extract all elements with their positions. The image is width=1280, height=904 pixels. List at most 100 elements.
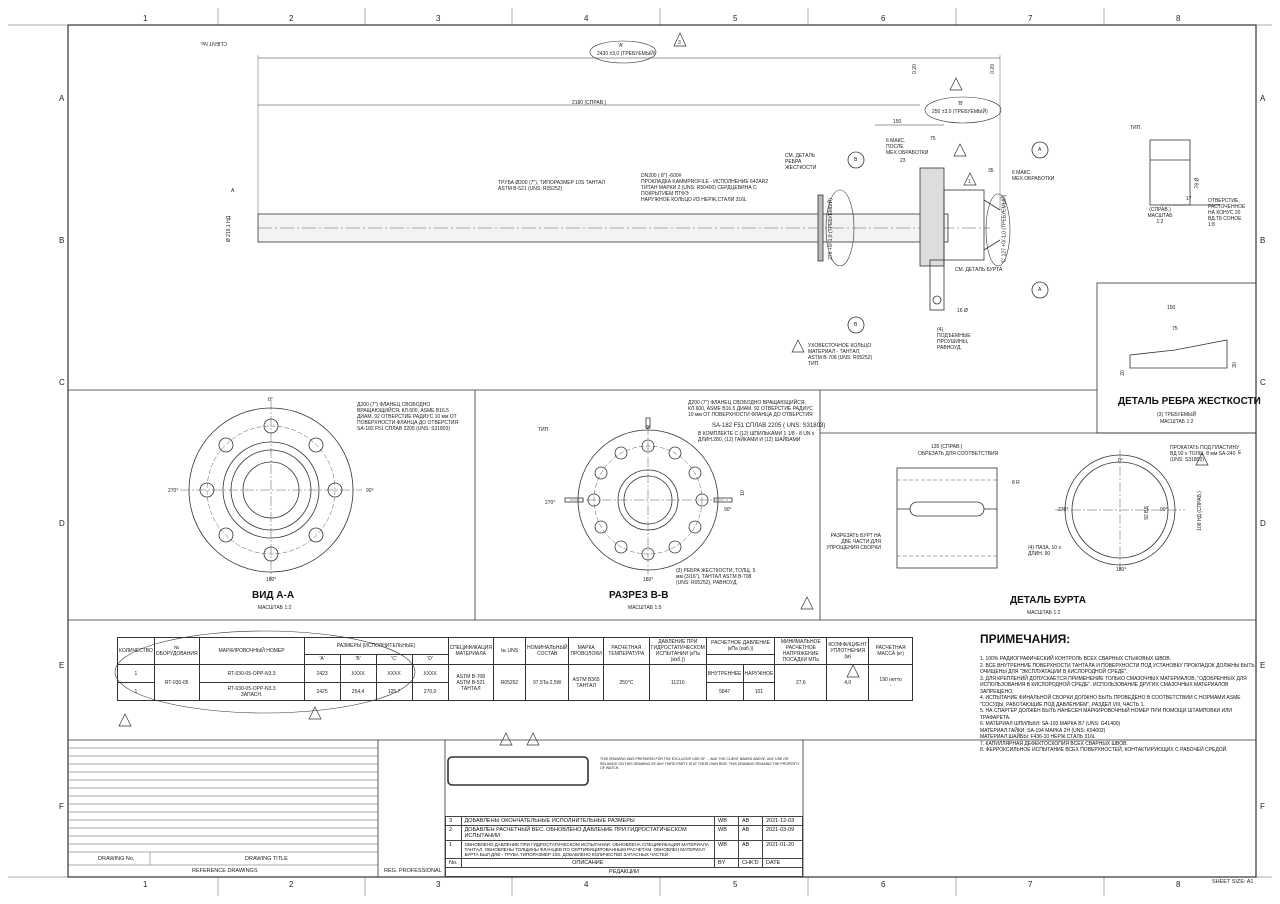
grid-row-f: F [59, 802, 64, 811]
machining-note-2: 6 МАКС. МЕХ.ОБРАБОТКИ [1012, 170, 1055, 182]
section-bb-scale: МАСШТАБ 1:5 [628, 605, 662, 611]
dim-23: 23 [900, 158, 906, 164]
grid-column-8: 8 [1176, 14, 1181, 23]
collar-letter-e: E [1238, 450, 1242, 456]
collar-slot-note: (4) ПАЗА, 10 x ДЛИН. 90 [1028, 545, 1061, 557]
tube-note: ТРУБА Ø200 (7"), ТИПОРАЗМЕР 10S ТАНТАЛ A… [498, 180, 606, 192]
gasket-note: DN200 ( 8") -600# ПРОКЛАДКА KAMMPROFILE … [641, 173, 769, 203]
cell-internal: 5847 [705, 682, 744, 701]
grid-column-5: 5 [733, 14, 738, 23]
grid-column-4: 4 [584, 14, 589, 23]
equipment-table: КОЛИЧЕСТВО № ОБОРУДОВАНИЯ МАРКИРОВОЧНЫЙ … [117, 637, 914, 701]
grid-column-7: 7 [1028, 14, 1033, 23]
grid-row-a: A [59, 94, 65, 103]
grid-column-5-bottom: 5 [733, 880, 738, 889]
collar-180: 180° [1116, 567, 1127, 573]
th-mark: МАРКИРОВОЧНЫЙ НОМЕР [198, 637, 305, 665]
cell-equip: RT-030-05 [153, 664, 200, 701]
grid-column-2-bottom: 2 [289, 880, 294, 889]
grid-row-a-right: A [1260, 94, 1266, 103]
grid-row-c: C [59, 378, 65, 387]
rev-chkd: AB [738, 840, 763, 859]
wire-sub: ТАНТАЛ [576, 682, 596, 689]
view-aa-title: ВИД A-A [252, 590, 295, 601]
view-aa-0: 0° [268, 397, 273, 403]
grid-column-3: 3 [436, 14, 441, 23]
notes-title: ПРИМЕЧАНИЯ: [980, 632, 1071, 646]
th-composition: НОМИНАЛЬНЫЙ СОСТАВ [524, 637, 570, 665]
th-dim-d: 'D' [411, 653, 449, 666]
grid-row-b: B [59, 236, 65, 245]
reg-professional-label: REG. PROFESSIONAL [384, 868, 442, 874]
th-internal: ВНУТРЕННЕЕ [705, 664, 744, 683]
mark-2-sub: ЗАПАСН. [240, 691, 263, 698]
rib-dim-150: 150 [1167, 305, 1176, 311]
mass-dash: - [889, 682, 892, 689]
cell-b: XXXX [339, 664, 377, 683]
drawing-title-label: DRAWING TITLE [245, 856, 288, 862]
grid-column-1-bottom: 1 [143, 880, 148, 889]
dim-75: 75 [930, 136, 936, 142]
revision-marker-3: 3 [678, 40, 681, 46]
th-dim-c: 'C' [375, 653, 413, 666]
th-dims: РАЗМЕРЫ (ИСПОЛНИТЕЛЬНЫЕ) [303, 637, 449, 655]
grid-row-e: E [59, 661, 65, 670]
cell-mark: RT-030-05-OPP-N3.3 [198, 664, 305, 683]
section-bb-bolts: В КОМПЛЕКТЕ С (12) ШПИЛЬКАМИ 1 1/8 - 8 U… [698, 431, 815, 443]
rev-date: 2021-03-09 [762, 825, 803, 841]
sheet-size: SHEET SIZE: A1 [1212, 879, 1254, 885]
view-aa-90: 90° [366, 488, 374, 494]
cell-factor: 4,0 [826, 664, 870, 701]
rev-footer: РЕДАКЦИИ [445, 867, 803, 877]
grid-column-3-bottom: 3 [436, 880, 441, 889]
collar-id: 92 ВД [1143, 506, 1150, 520]
grid-column-8-bottom: 8 [1176, 880, 1181, 889]
dim-a-value: 2430 ±3,0 (ТРЕБУЕМЫЙ) [597, 51, 656, 57]
rev-by: WB [714, 816, 739, 826]
collar-r8: 8 R [1012, 480, 1020, 486]
spec-value: ASTM B-708 ASTM B-521 [456, 673, 486, 686]
revision-marker-1: 1 [968, 179, 971, 185]
grid-row-c-right: C [1260, 378, 1266, 387]
cell-hydro: 11210 [648, 664, 707, 701]
section-bb-material: SA-182 F51 СПЛАВ 2205 ( UNS: S31803) [712, 423, 826, 429]
note-3: 3. ДЛЯ КРЕПЛЕНИЙ ДОПУСКАЕТСЯ ПРИМЕНЕНИЕ … [980, 675, 1247, 695]
grid-column-1: 1 [143, 14, 148, 23]
dim-35: 35 [988, 168, 994, 174]
mark-2-value: RT-030-05-OPP-N3.3 [227, 685, 276, 692]
view-aa-note: Д200 (7") ФЛАНЕЦ СВОБОДНО ВРАЩАЮЩИЙСЯ, К… [357, 402, 459, 432]
th-qty: КОЛИЧЕСТВО [117, 637, 155, 665]
client-no-label: CLIENT No. [200, 40, 227, 46]
rev-date: 2021-12-03 [762, 816, 803, 826]
th-stress: МИНИМАЛЬНОЕ РАСЧЕТНОЕ НАПРЯЖЕНИЕ ПОСАДКИ… [774, 637, 828, 665]
note-4: 4. ИСПЫТАНИЕ ФИНАЛЬНОЙ СБОРКИ ДОЛЖНО БЫТ… [980, 695, 1241, 708]
view-aa-270: 270° [168, 488, 179, 494]
grid-column-4-bottom: 4 [584, 880, 589, 889]
rib-dim-30: 30 [1231, 362, 1238, 368]
section-label-b-2: B [854, 322, 858, 328]
collar-detail-title: ДЕТАЛЬ БУРТА [1010, 595, 1086, 606]
view-aa-180: 180° [266, 577, 277, 583]
grid-row-d: D [59, 519, 65, 528]
th-factor: КОЭФФИЦИЕНТ УПЛОТНЕНИЯ (м) [826, 637, 870, 665]
collar-cut-note: РАЗРЕЗАТЬ БУРТ НА ДВЕ ЧАСТИ ДЛЯ УПРОЩЕНИ… [826, 533, 881, 551]
th-spec: СПЕЦИФИКАЦИЯ МАТЕРИАЛА [447, 637, 494, 665]
disclaimer-text: THIS DRAWING WAS PREPARED FOR THE EXCLUS… [600, 757, 800, 770]
dim-a-label: 'A' [618, 43, 624, 49]
collar-0: 0° [1118, 458, 1123, 464]
rib-detail-title: ДЕТАЛЬ РЕБРА ЖЕСТКОСТИ [1118, 396, 1261, 407]
note-6: 6. МАТЕРИАЛ ШПИЛЬКИ: SA-193 МАРКА B7 (UN… [980, 721, 1121, 727]
th-uns: № UNS [492, 637, 526, 665]
detail-top-scale: (СПРАВ.) МАСШТАБ 1:2 [1147, 207, 1173, 225]
grid-column-7-bottom: 7 [1028, 880, 1033, 889]
cell-qty: 1 [117, 664, 155, 683]
cell-b-2: 254,4 [339, 682, 377, 701]
detail-top-note: ОТВЕРСТИЕ, РАСТОЧЕННОЕ НА КОНУС 20 ВД.Т8… [1208, 198, 1246, 228]
ring-note: УХОВЕСТОЧНОЕ КОЛЬЦО МАТЕРИАЛ - ТАНТАЛ, A… [808, 343, 873, 367]
note-7: 7. КАПИЛЛЯРНАЯ ДЕФЕКТОСКОПИЯ ВСЕХ СВАРНЫ… [980, 740, 1128, 747]
section-label-a-3: A [1038, 287, 1042, 293]
collar-90: 90° [1160, 507, 1168, 513]
grid-row-e-right: E [1260, 661, 1266, 670]
